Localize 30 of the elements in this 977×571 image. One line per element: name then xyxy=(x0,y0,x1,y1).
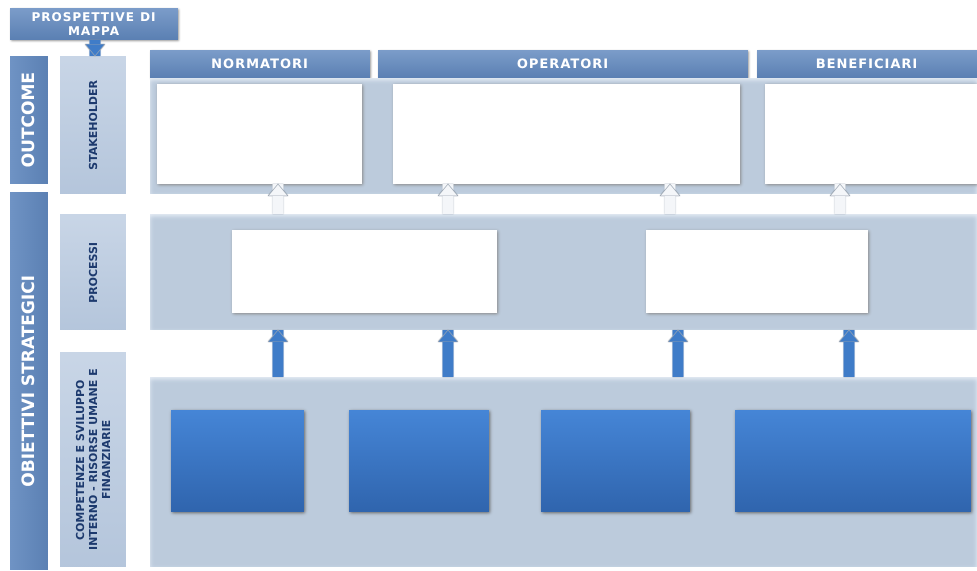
empty-box xyxy=(765,84,977,184)
band-panel xyxy=(150,78,977,194)
side-label: OUTCOME xyxy=(10,56,48,184)
header-box: PROSPETTIVE DI MAPPA xyxy=(10,8,178,40)
band-panel xyxy=(150,214,977,330)
block-arrow xyxy=(668,330,688,377)
empty-box xyxy=(157,84,362,184)
empty-box xyxy=(232,230,497,313)
block-arrow xyxy=(268,184,288,214)
block-arrow xyxy=(830,184,850,214)
block-arrow xyxy=(438,330,458,377)
header-bar: BENEFICIARI xyxy=(757,50,977,78)
block-arrow xyxy=(838,330,860,377)
side-label: OBIETTIVI STRATEGICI xyxy=(10,192,48,570)
filled-box xyxy=(349,410,489,512)
block-arrow xyxy=(84,40,106,56)
block-arrow xyxy=(660,184,680,214)
row-label: STAKEHOLDER xyxy=(60,56,126,194)
header-bar: NORMATORI xyxy=(150,50,370,78)
filled-box xyxy=(541,410,690,512)
filled-box xyxy=(735,410,971,512)
filled-box xyxy=(171,410,304,512)
band-panel xyxy=(150,377,977,567)
row-label: COMPETENZE E SVILUPPO INTERNO - RISORSE UMANE E FINANZIARIE xyxy=(60,352,126,567)
block-arrow xyxy=(438,184,458,214)
empty-box xyxy=(393,84,740,184)
row-label: PROCESSI xyxy=(60,214,126,330)
empty-box xyxy=(646,230,868,313)
header-bar: OPERATORI xyxy=(378,50,748,78)
block-arrow xyxy=(268,330,288,377)
